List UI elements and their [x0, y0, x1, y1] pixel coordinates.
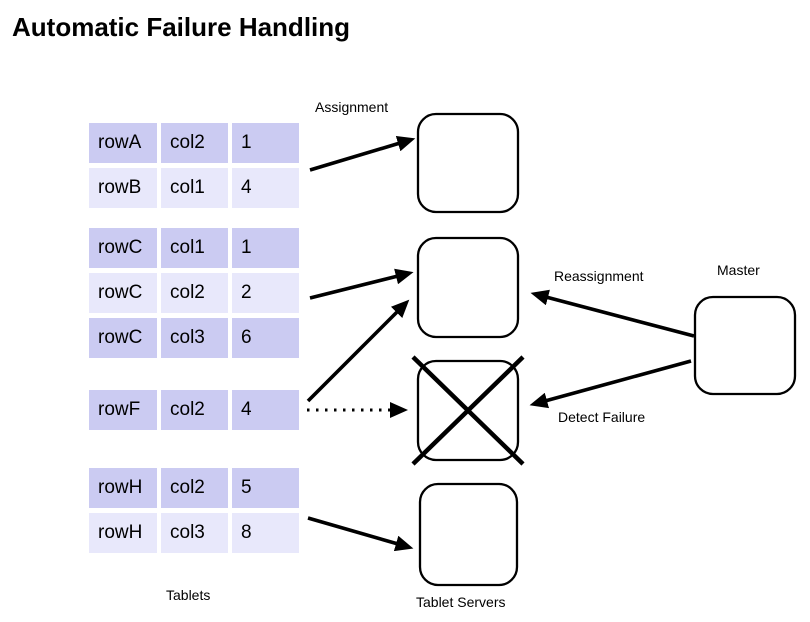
tablet-group-4: rowH col2 5 rowH col3 8 [89, 468, 299, 558]
table-row: rowC col1 1 [89, 228, 299, 268]
table-cell: 4 [232, 390, 299, 430]
table-row: rowF col2 4 [89, 390, 299, 430]
assignment-arrow-1 [309, 135, 416, 172]
reassignment-label: Reassignment [554, 268, 644, 284]
detect-failure-arrow [529, 359, 692, 409]
assignment-arrow-2 [309, 268, 414, 300]
table-row: rowB col1 4 [89, 168, 299, 208]
reassigned-tablet-arrow [306, 299, 410, 403]
reassignment-arrow [530, 289, 695, 338]
table-cell: col2 [161, 273, 228, 313]
tablet-server-4 [418, 482, 519, 587]
table-cell: col2 [161, 123, 228, 163]
table-cell: rowC [89, 228, 157, 268]
table-cell: col1 [161, 168, 228, 208]
table-cell: col3 [161, 318, 228, 358]
failure-x-icon [411, 355, 525, 466]
page-title: Automatic Failure Handling [12, 12, 351, 42]
assignment-label: Assignment [315, 99, 389, 115]
table-cell: 8 [232, 513, 299, 553]
tablet-group-1: rowA col2 1 rowB col1 4 [89, 123, 299, 213]
table-row: rowC col3 6 [89, 318, 299, 358]
tablets-label: Tablets [166, 587, 211, 603]
tablet-group-3: rowF col2 4 [89, 390, 299, 435]
table-cell: 2 [232, 273, 299, 313]
table-cell: 1 [232, 228, 299, 268]
master-box [693, 295, 797, 396]
table-cell: rowH [89, 468, 157, 508]
table-row: rowH col3 8 [89, 513, 299, 553]
table-row: rowC col2 2 [89, 273, 299, 313]
tablet-group-2: rowC col1 1 rowC col2 2 rowC col3 6 [89, 228, 299, 363]
tablet-servers-label: Tablet Servers [416, 594, 506, 610]
table-cell: rowC [89, 273, 157, 313]
table-cell: col2 [161, 468, 228, 508]
tablet-server-2 [416, 236, 520, 339]
table-cell: col1 [161, 228, 228, 268]
table-cell: rowH [89, 513, 157, 553]
table-cell: 4 [232, 168, 299, 208]
assignment-arrow-3 [307, 516, 414, 552]
table-row: rowA col2 1 [89, 123, 299, 163]
table-cell: rowC [89, 318, 157, 358]
table-cell: rowF [89, 390, 157, 430]
table-row: rowH col2 5 [89, 468, 299, 508]
table-cell: col3 [161, 513, 228, 553]
table-cell: 1 [232, 123, 299, 163]
table-cell: 6 [232, 318, 299, 358]
table-cell: 5 [232, 468, 299, 508]
table-cell: col2 [161, 390, 228, 430]
table-cell: rowB [89, 168, 157, 208]
table-cell: rowA [89, 123, 157, 163]
tablet-server-1 [416, 112, 520, 214]
detect-failure-label: Detect Failure [558, 409, 646, 425]
master-label: Master [717, 262, 760, 278]
